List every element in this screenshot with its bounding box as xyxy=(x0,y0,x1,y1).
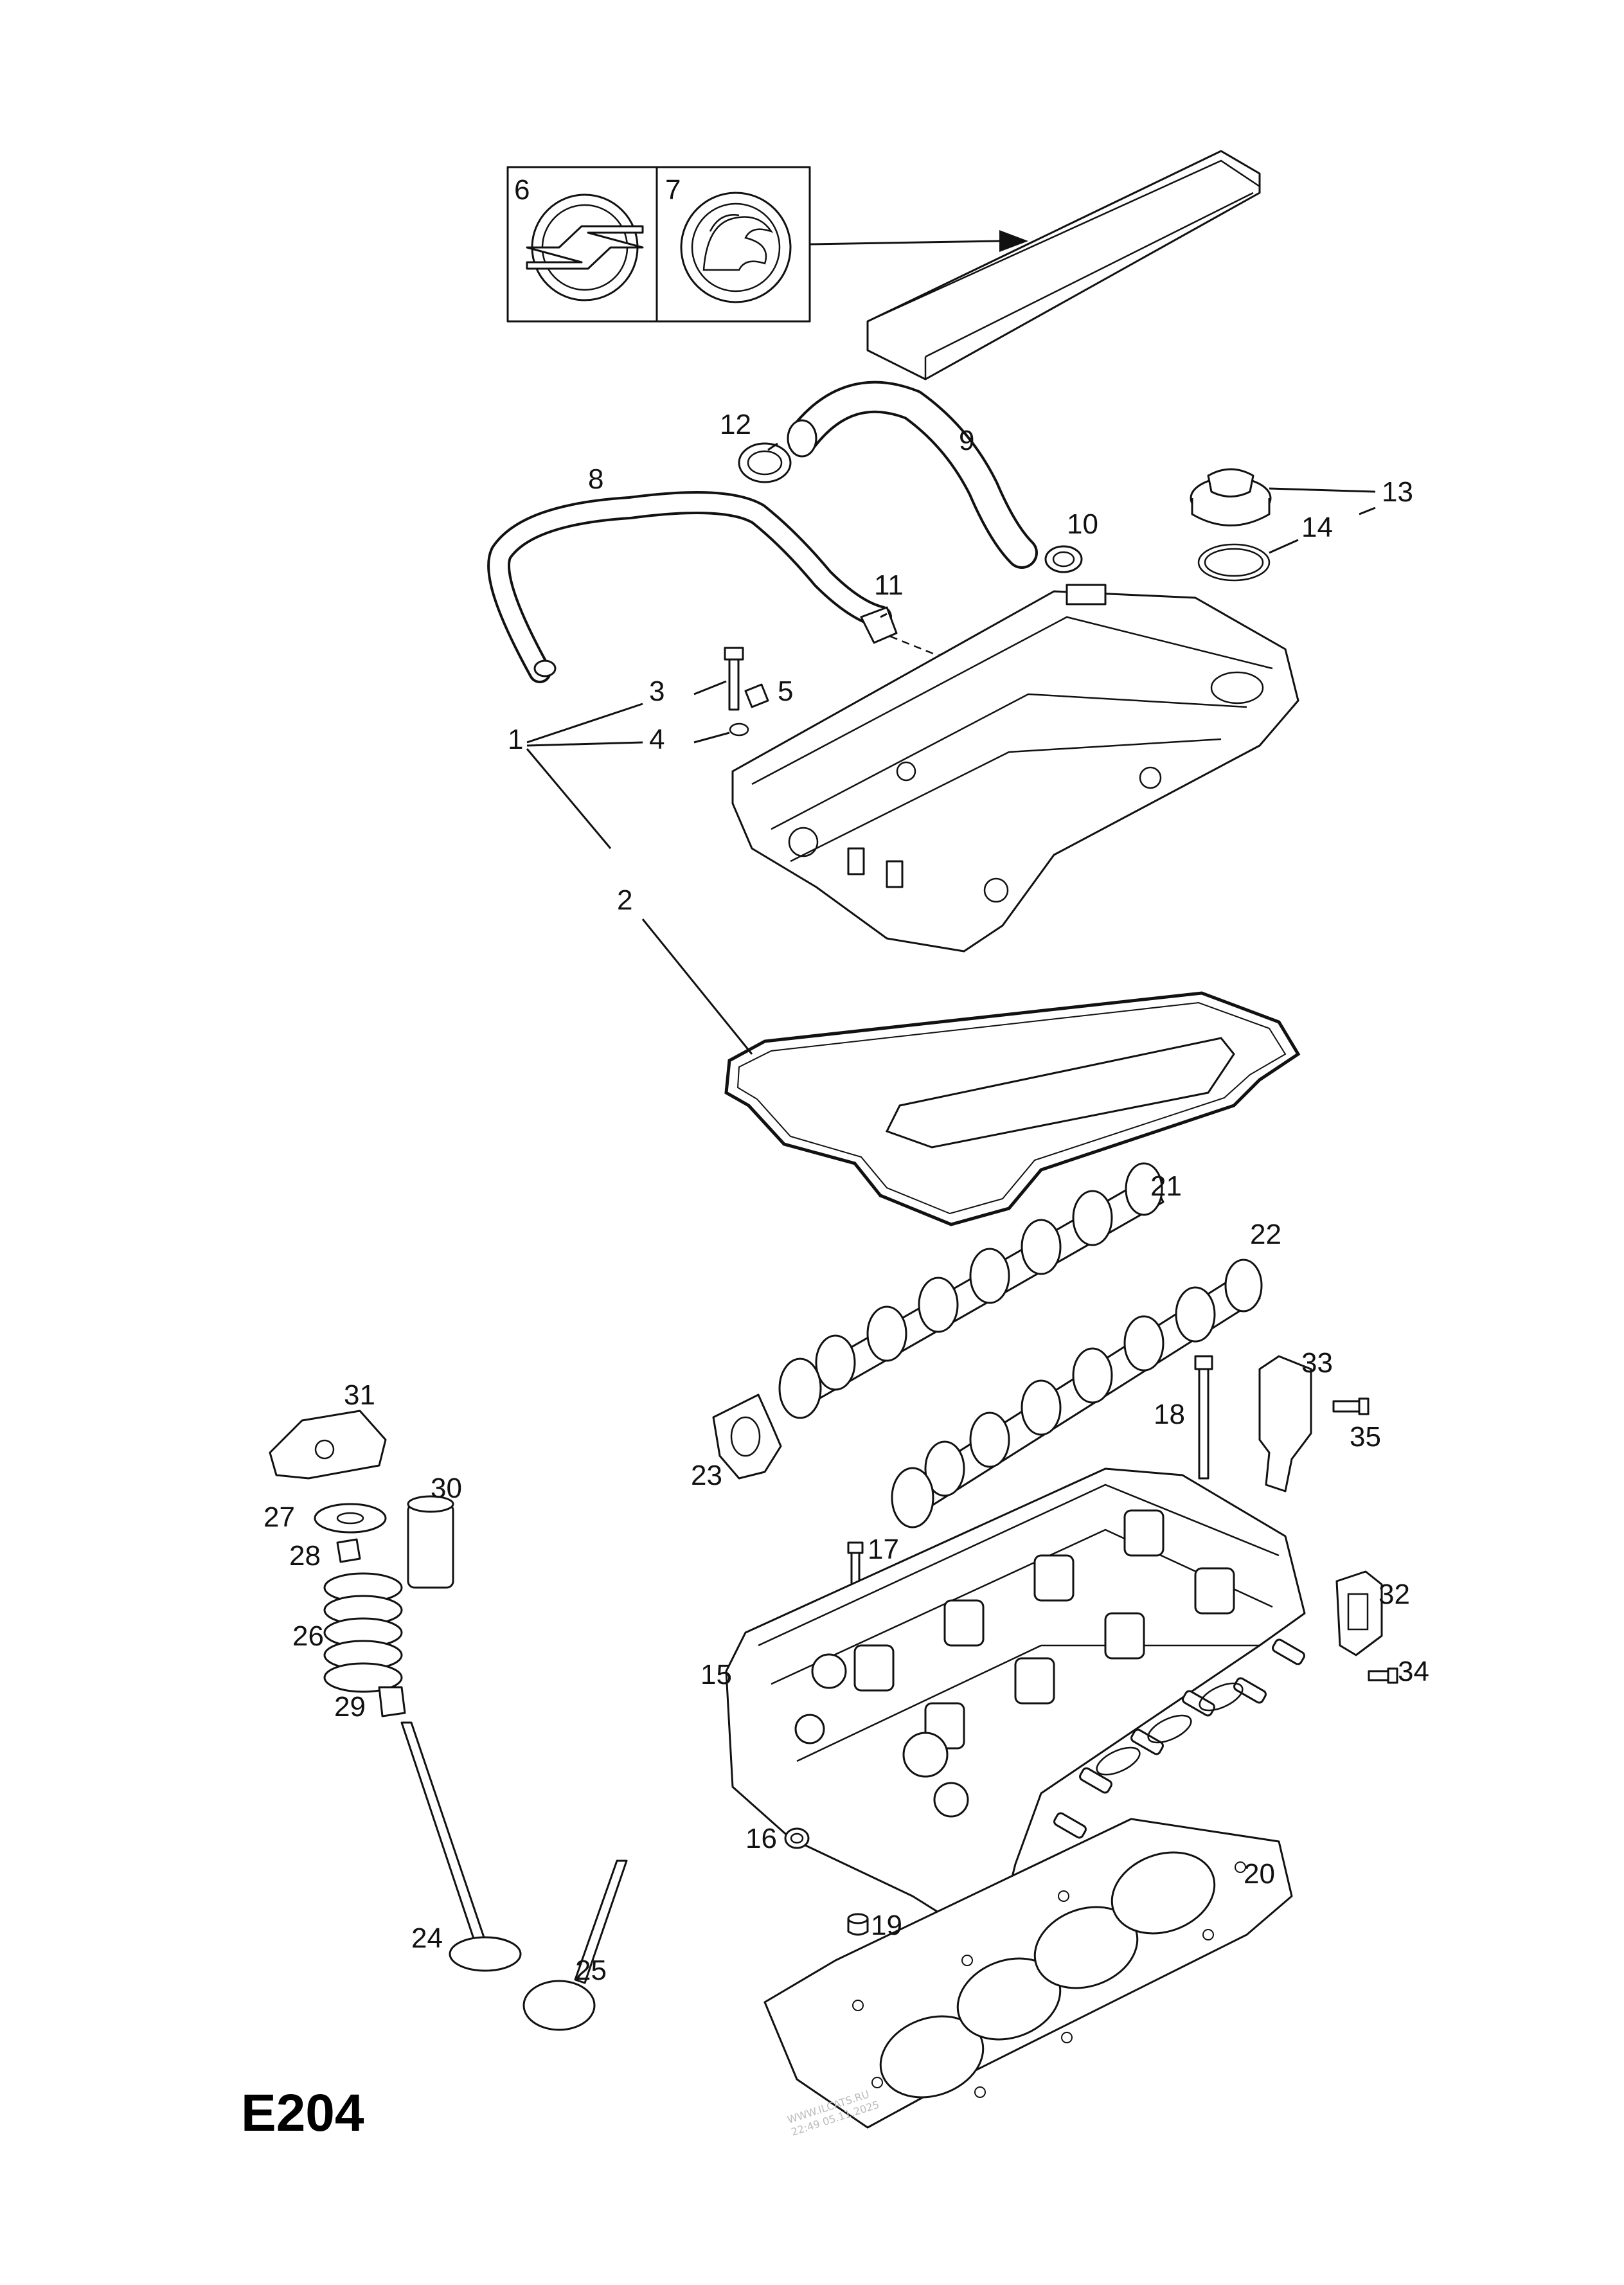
callout-22: 22 xyxy=(1250,1219,1281,1250)
callout-35: 35 xyxy=(1350,1421,1381,1453)
part-6-opel-emblem[interactable] xyxy=(526,193,644,301)
part-5-grommet[interactable] xyxy=(744,683,769,708)
part-31-rocker-arm[interactable] xyxy=(269,1410,387,1480)
part-24-valve[interactable] xyxy=(400,1721,522,1972)
callout-2: 2 xyxy=(617,884,632,916)
callout-28: 28 xyxy=(289,1540,321,1572)
callout-19: 19 xyxy=(871,1910,902,1941)
callout-12: 12 xyxy=(720,409,751,440)
callout-3: 3 xyxy=(649,676,665,707)
part-18-head-bolt[interactable] xyxy=(1194,1355,1213,1480)
arrow-head-icon xyxy=(999,230,1028,252)
callout-16: 16 xyxy=(745,1823,777,1854)
part-19-dowel[interactable] xyxy=(847,1913,869,1936)
part-14-cap-seal-ring[interactable] xyxy=(1197,543,1271,582)
part-12-hose-clamp[interactable] xyxy=(738,442,792,483)
callout-24: 24 xyxy=(411,1922,443,1954)
callout-labels: 1 2 3 4 5 6 7 8 9 10 11 12 13 14 15 16 1… xyxy=(263,174,1429,1986)
part-15-cylinder-head[interactable] xyxy=(725,1467,1306,1930)
callout-31: 31 xyxy=(344,1379,375,1411)
part-8-breather-hose[interactable] xyxy=(487,491,892,683)
part-17-bolt[interactable] xyxy=(847,1541,864,1585)
part-9-ventilation-hose[interactable] xyxy=(787,381,1038,569)
callout-17: 17 xyxy=(868,1534,899,1565)
callout-10: 10 xyxy=(1067,508,1098,540)
diagram-code: E204 xyxy=(241,2084,364,2142)
part-35-bracket-bolt[interactable] xyxy=(1332,1397,1370,1415)
leader-lines xyxy=(526,442,1376,1055)
part-11-hose-clamp[interactable] xyxy=(860,606,898,644)
callout-18: 18 xyxy=(1154,1399,1185,1430)
part-22-camshaft[interactable] xyxy=(891,1259,1263,1528)
part-25-valve[interactable] xyxy=(522,1859,628,2031)
callout-34: 34 xyxy=(1398,1656,1429,1687)
callout-6: 6 xyxy=(514,174,530,206)
callout-23: 23 xyxy=(691,1460,722,1491)
callout-11: 11 xyxy=(874,569,904,601)
engine-top-cover[interactable] xyxy=(866,150,1261,381)
callout-7: 7 xyxy=(665,174,681,206)
part-21-camshaft[interactable] xyxy=(778,1162,1164,1419)
part-28-valve-key[interactable] xyxy=(336,1538,361,1563)
part-27-spring-retainer[interactable] xyxy=(314,1503,387,1534)
part-30-hydraulic-lifter[interactable] xyxy=(407,1495,454,1589)
part-4-bolt-washer[interactable] xyxy=(729,722,749,737)
callout-27: 27 xyxy=(263,1501,295,1533)
callout-13: 13 xyxy=(1382,476,1413,508)
callout-20: 20 xyxy=(1244,1858,1275,1890)
callout-25: 25 xyxy=(575,1955,607,1986)
callout-21: 21 xyxy=(1150,1170,1182,1202)
part-26-valve-spring[interactable] xyxy=(323,1572,403,1693)
part-13-oil-filler-cap[interactable] xyxy=(1190,468,1272,526)
callout-1: 1 xyxy=(508,724,523,755)
callout-9: 9 xyxy=(959,425,974,456)
callout-4: 4 xyxy=(649,724,665,755)
callout-8: 8 xyxy=(588,463,603,495)
part-23-reluctor-wheel[interactable] xyxy=(712,1393,782,1480)
callout-14: 14 xyxy=(1301,512,1333,543)
callout-30: 30 xyxy=(431,1473,462,1504)
emblem-inset xyxy=(506,166,1028,323)
callout-32: 32 xyxy=(1379,1579,1410,1610)
callout-29: 29 xyxy=(334,1691,366,1723)
part-1-cylinder-head-cover[interactable] xyxy=(731,584,1299,953)
part-16-plug[interactable] xyxy=(784,1827,810,1849)
part-34-bracket-bolt[interactable] xyxy=(1368,1667,1398,1684)
callout-15: 15 xyxy=(700,1659,732,1690)
part-3-cover-bolt[interactable] xyxy=(724,647,744,711)
part-7-vauxhall-emblem[interactable] xyxy=(680,192,792,303)
part-29-valve-stem-seal[interactable] xyxy=(378,1686,406,1717)
callout-26: 26 xyxy=(292,1620,324,1652)
part-20-head-gasket[interactable] xyxy=(763,1818,1293,2129)
part-32-bracket[interactable] xyxy=(1335,1570,1383,1656)
part-2-cover-gasket[interactable] xyxy=(724,991,1301,1226)
callout-5: 5 xyxy=(778,676,793,707)
part-10-hose-clamp[interactable] xyxy=(1044,545,1083,573)
callout-33: 33 xyxy=(1301,1347,1333,1379)
part-33-bracket[interactable] xyxy=(1258,1355,1312,1492)
